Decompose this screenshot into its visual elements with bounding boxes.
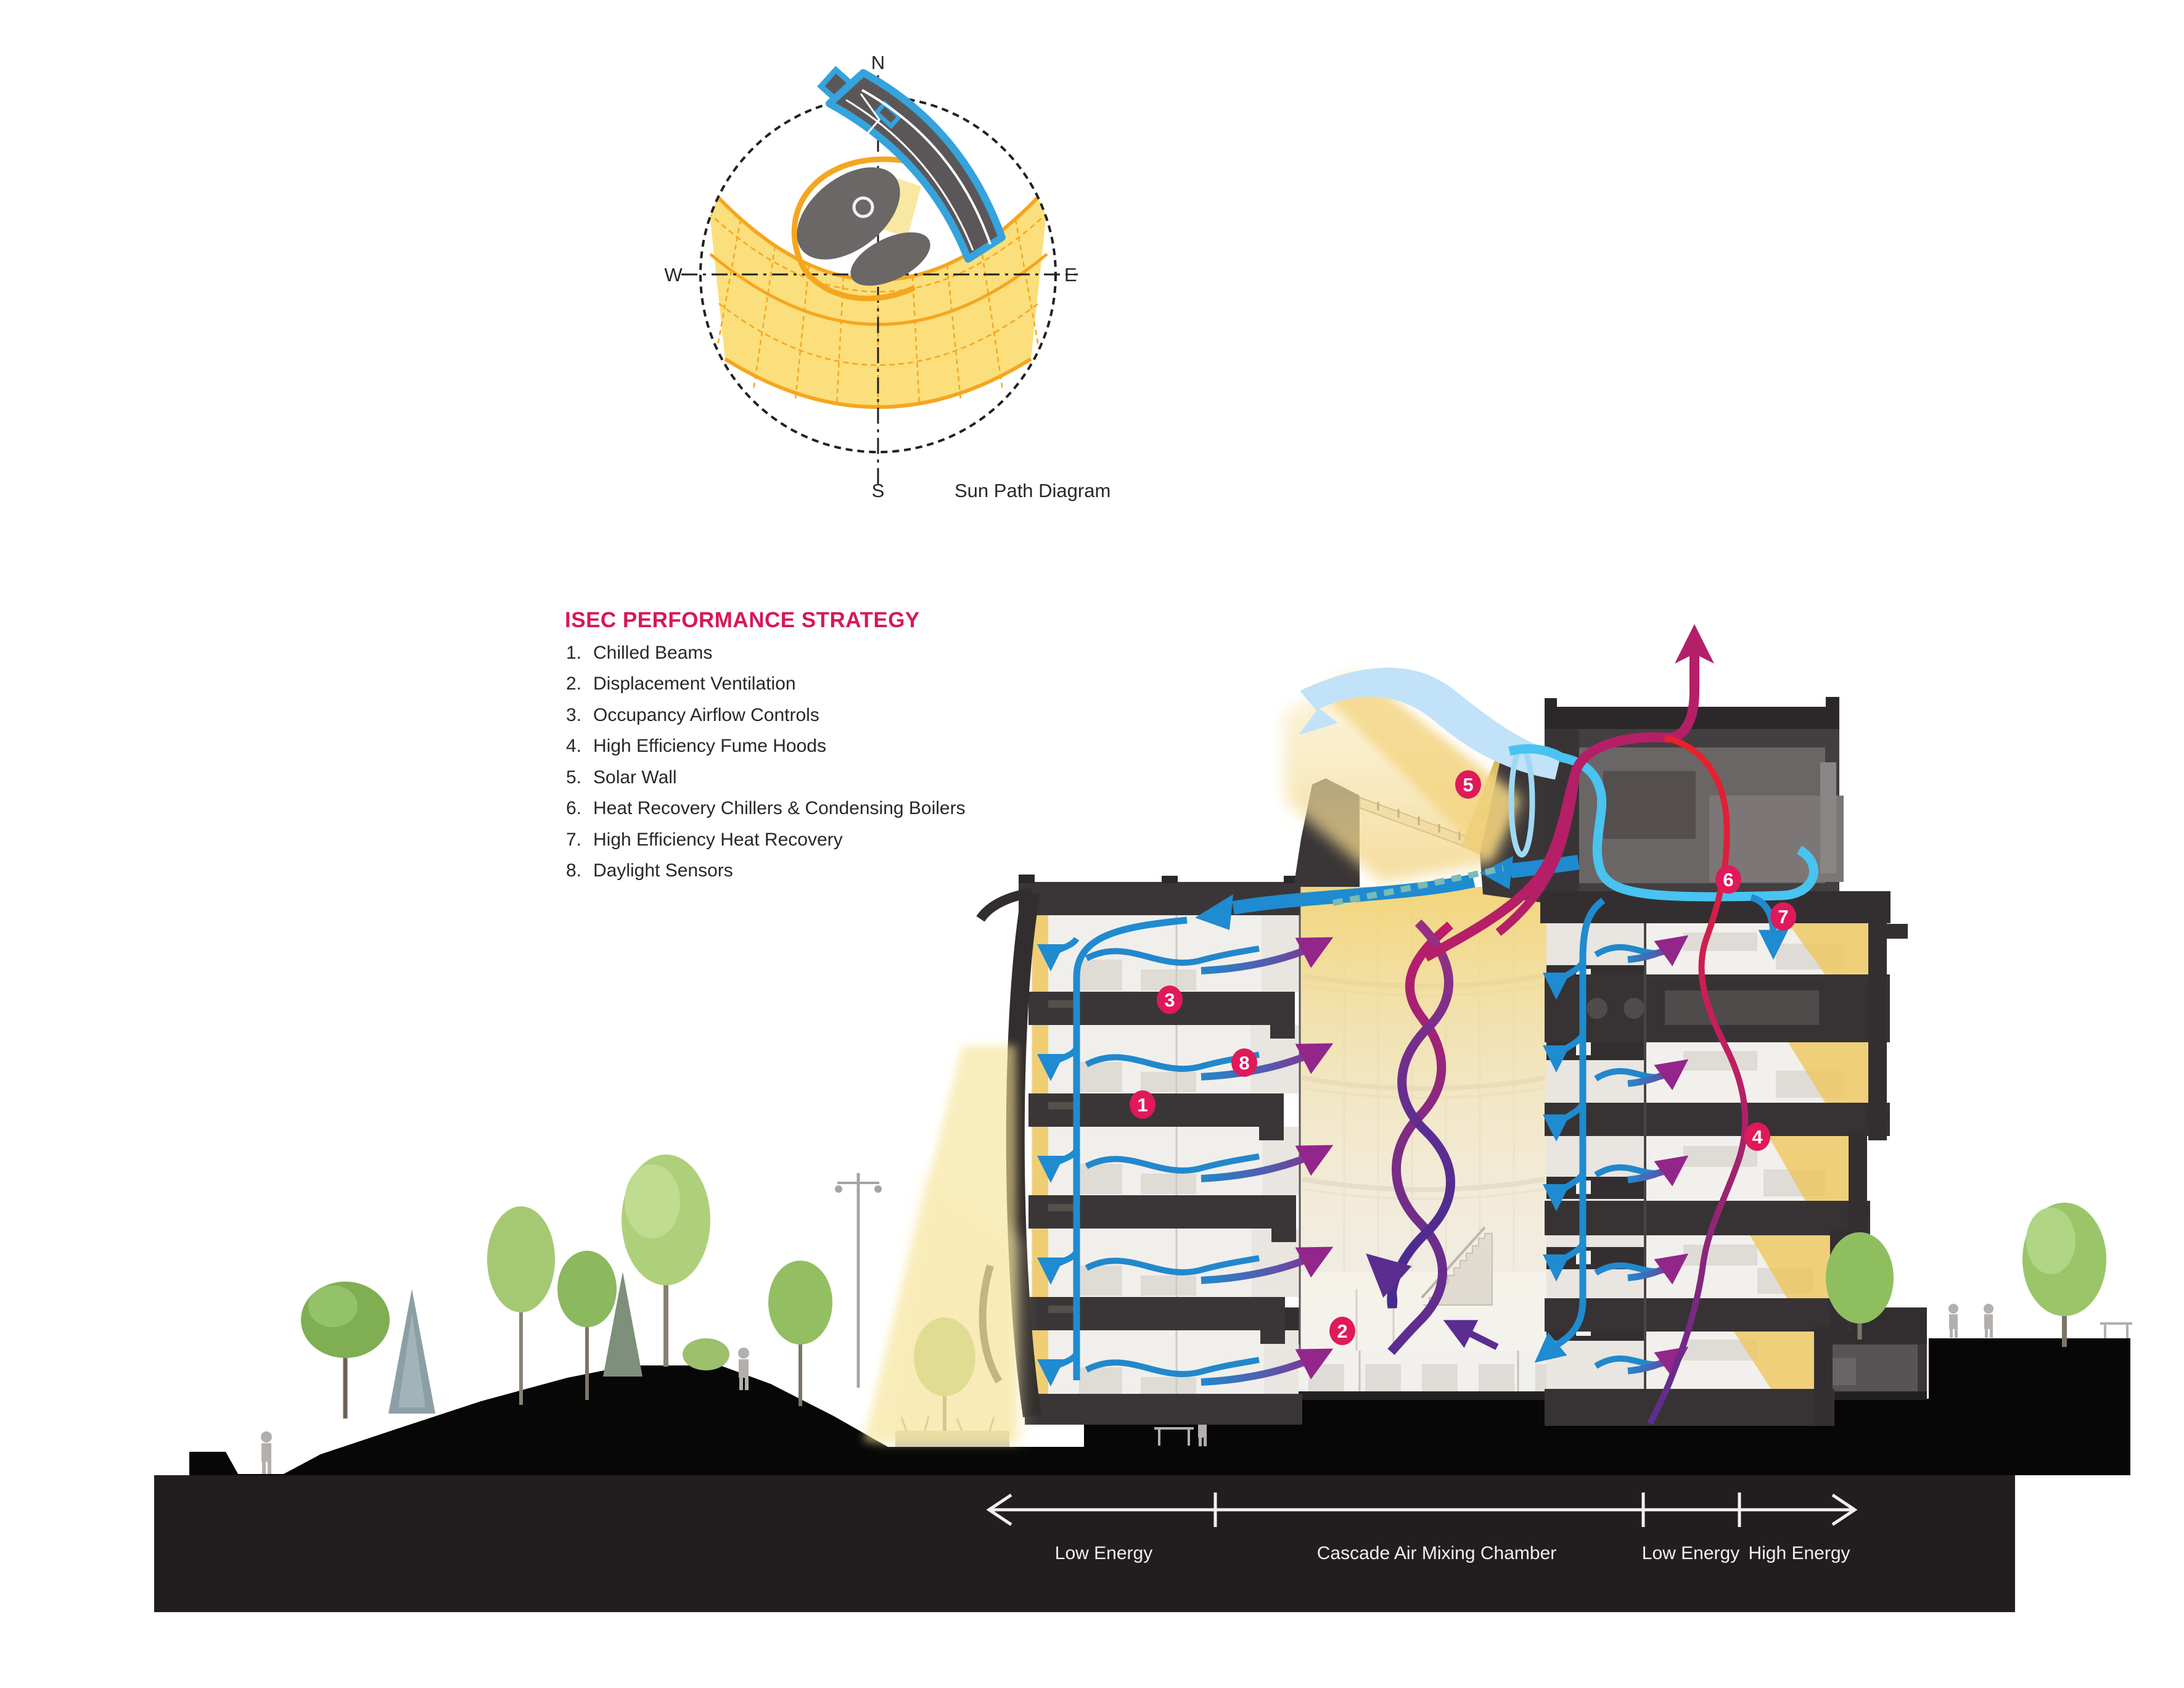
- bush: [683, 1338, 729, 1370]
- building-section: [976, 697, 1927, 1426]
- svg-text:2: 2: [1337, 1320, 1347, 1342]
- marker-badge-7: 7: [1770, 902, 1796, 931]
- daylight-dashed-line: [1332, 865, 1505, 906]
- marker-badge-1: 1: [1130, 1090, 1156, 1119]
- spruce-tree: [388, 1289, 435, 1414]
- legend-item-number: 2.: [566, 673, 581, 694]
- legend-item-label: Chilled Beams: [593, 643, 712, 663]
- marker-badge-8: 8: [1231, 1048, 1257, 1077]
- wind-swoosh-icon: [1299, 667, 1561, 780]
- landscape-left: [261, 1155, 1207, 1474]
- legend-item-label: High Efficiency Heat Recovery: [593, 830, 843, 850]
- return-air-arrows-left: [1201, 937, 1334, 1386]
- legend-item-number: 3.: [566, 705, 581, 725]
- person-silhouette: [1984, 1304, 1993, 1338]
- exhaust-arrowhead: [1675, 624, 1714, 664]
- svg-text:1: 1: [1137, 1094, 1147, 1116]
- sun-path-diagram: N S W E Sun Path Diagram: [664, 52, 1110, 501]
- table-sketch: [1154, 1427, 1194, 1446]
- tree: [487, 1206, 555, 1405]
- footer-band: Low Energy Cascade Air Mixing Chamber Lo…: [154, 1475, 2015, 1612]
- person-silhouette: [738, 1348, 749, 1390]
- sun-diagram-caption: Sun Path Diagram: [954, 480, 1110, 501]
- sun-beams: [863, 667, 1523, 1442]
- exhaust-swirl: [1387, 921, 1453, 1355]
- svg-text:6: 6: [1723, 869, 1733, 891]
- legend-item-number: 5.: [566, 767, 581, 788]
- compass-east-label: E: [1064, 264, 1077, 286]
- legend-item-label: Daylight Sensors: [593, 860, 733, 881]
- landscape-right: [1826, 1203, 2132, 1347]
- tree: [768, 1261, 832, 1406]
- compass-north-label: N: [871, 52, 885, 73]
- tree: [301, 1282, 390, 1418]
- fresh-air-duct-line: [1508, 744, 1819, 902]
- legend-item-number: 6.: [566, 798, 581, 818]
- return-air-arrows-right: [1627, 935, 1689, 1378]
- supply-arrow-thick: [1232, 874, 1476, 915]
- return-swirl: [1366, 919, 1455, 1309]
- marker-badge-2: 2: [1329, 1317, 1355, 1345]
- legend-item-number: 1.: [566, 643, 581, 663]
- tree: [557, 1251, 617, 1400]
- marker-badge-3: 3: [1157, 986, 1183, 1014]
- legend-item-number: 4.: [566, 736, 581, 756]
- person-silhouette: [1948, 1304, 1958, 1338]
- legend-title: ISEC PERFORMANCE STRATEGY: [565, 608, 920, 632]
- compass-west-label: W: [664, 264, 683, 286]
- daylight-wedges: [1734, 923, 1868, 1389]
- zone-label-high-energy: High Energy: [1748, 1543, 1850, 1563]
- table-sketch: [2100, 1322, 2132, 1338]
- person-silhouette: [261, 1431, 272, 1474]
- zone-label-cascade: Cascade Air Mixing Chamber: [1317, 1543, 1557, 1563]
- supply-duct-right: [1534, 897, 1606, 1363]
- marker-badge-4: 4: [1744, 1122, 1770, 1151]
- atrium: [1299, 887, 1546, 1351]
- legend: ISEC PERFORMANCE STRATEGY 1. Chilled Bea…: [565, 608, 966, 881]
- context-buildings: [791, 156, 930, 302]
- zone-label-low-energy-1: Low Energy: [1055, 1543, 1152, 1563]
- right-tower: [1540, 697, 1908, 1426]
- legend-item-label: Occupancy Airflow Controls: [593, 705, 819, 725]
- light-pole: [835, 1173, 882, 1388]
- svg-text:7: 7: [1778, 906, 1788, 928]
- supply-duct-left: [1073, 916, 1188, 1380]
- marker-badge-6: 6: [1715, 865, 1741, 894]
- zone-label-low-energy-2: Low Energy: [1642, 1543, 1739, 1563]
- legend-item-number: 8.: [566, 860, 581, 881]
- tree: [622, 1155, 710, 1367]
- tree: [1826, 1232, 1894, 1340]
- legend-item-label: High Efficiency Fume Hoods: [593, 736, 826, 756]
- svg-text:8: 8: [1239, 1052, 1249, 1074]
- legend-item-label: Displacement Ventilation: [593, 673, 796, 694]
- isec-footprint: [817, 65, 1006, 263]
- tree: [2022, 1203, 2106, 1347]
- scale-bar: [986, 1492, 1858, 1527]
- spruce-tree: [603, 1272, 642, 1377]
- legend-item-label: Solar Wall: [593, 767, 677, 788]
- airflow-arrows: [1037, 624, 1819, 1425]
- compass-south-label: S: [872, 480, 885, 501]
- svg-text:4: 4: [1752, 1126, 1763, 1148]
- legend-item-number: 7.: [566, 830, 581, 850]
- svg-text:5: 5: [1463, 774, 1473, 796]
- strategy-markers: 1 2 3 4 5 6 7 8: [1130, 770, 1796, 1345]
- heat-recovery-line: [1647, 735, 1749, 1425]
- marker-badge-5: 5: [1455, 770, 1481, 799]
- legend-item-label: Heat Recovery Chillers & Condensing Boil…: [593, 798, 966, 818]
- svg-text:3: 3: [1164, 989, 1175, 1011]
